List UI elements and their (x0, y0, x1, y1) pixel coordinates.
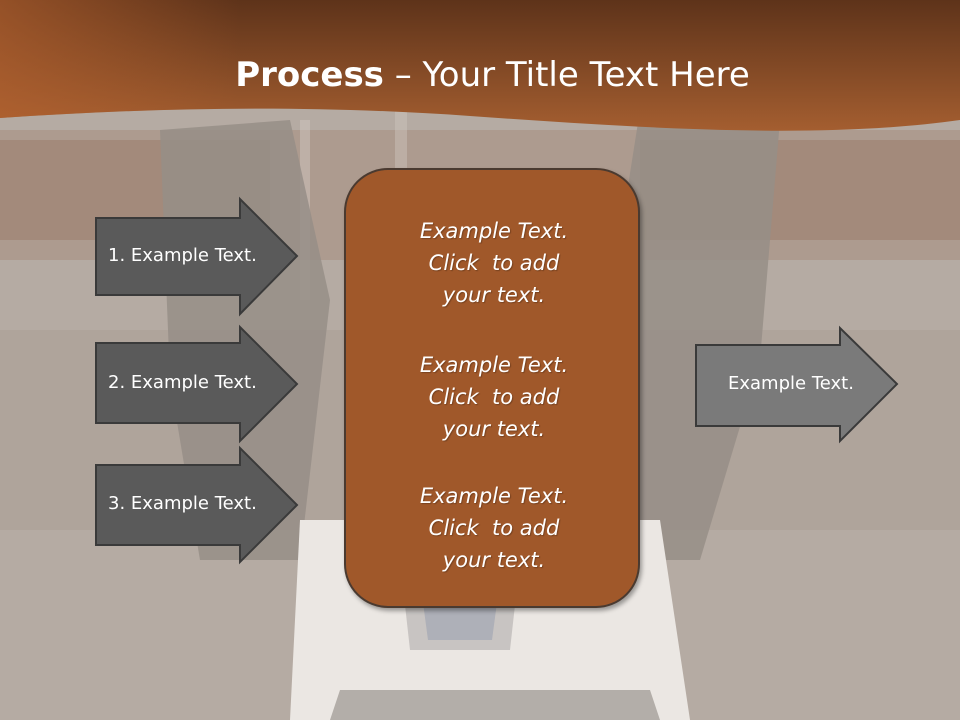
center-paragraph-2: Example Text. Click to add your text. (419, 353, 569, 441)
arrow-right-icon (95, 324, 299, 444)
arrow-right-icon (95, 196, 299, 317)
left-arrow-2[interactable]: 2. Example Text. (94, 324, 300, 445)
center-text-box[interactable]: Example Text. Click to add your text. Ex… (344, 168, 640, 608)
left-arrow-3-label: 3. Example Text. (108, 493, 257, 514)
left-arrow-2-label: 2. Example Text. (108, 372, 257, 393)
title-rest: – Your Title Text Here (383, 55, 750, 95)
left-arrow-1-label: 1. Example Text. (108, 245, 257, 266)
center-paragraph-1: Example Text. Click to add your text. (419, 219, 569, 307)
arrow-right-icon (695, 325, 899, 444)
left-arrow-1[interactable]: 1. Example Text. (94, 196, 300, 317)
right-arrow[interactable]: Example Text. (694, 325, 900, 446)
title-bold: Process (235, 55, 384, 95)
center-paragraph-3: Example Text. Click to add your text. (419, 484, 569, 572)
arrow-right-icon (95, 445, 299, 565)
left-arrow-3[interactable]: 3. Example Text. (94, 445, 300, 566)
slide-title: Process – Your Title Text Here (0, 52, 960, 98)
right-arrow-label: Example Text. (728, 373, 854, 394)
